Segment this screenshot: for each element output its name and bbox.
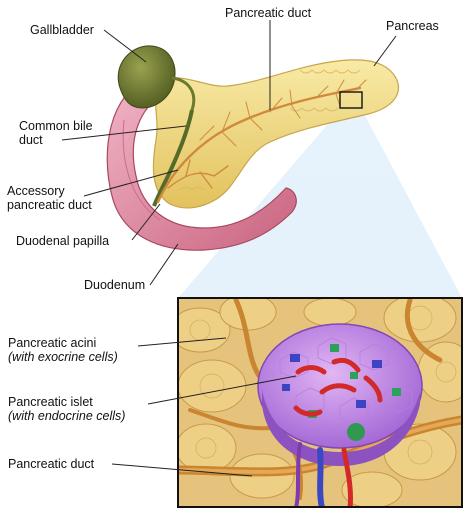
- label-common-bile-duct-line2: duct: [19, 133, 93, 147]
- label-islet-sub: (with endocrine cells): [8, 409, 125, 423]
- label-pancreatic-islet: Pancreatic islet (with endocrine cells): [8, 395, 125, 423]
- label-accessory-duct-line1: Accessory: [7, 184, 92, 198]
- label-accessory-duct-line2: pancreatic duct: [7, 198, 92, 212]
- label-pancreatic-acini: Pancreatic acini (with exocrine cells): [8, 336, 118, 364]
- label-gallbladder: Gallbladder: [30, 23, 94, 37]
- label-pancreas: Pancreas: [386, 19, 439, 33]
- label-duodenum: Duodenum: [84, 278, 145, 292]
- inset-view: [170, 294, 464, 508]
- label-acini-sub: (with exocrine cells): [8, 350, 118, 364]
- label-acini-title: Pancreatic acini: [8, 336, 118, 350]
- label-common-bile-duct-line1: Common bile: [19, 119, 93, 133]
- label-islet-title: Pancreatic islet: [8, 395, 125, 409]
- label-common-bile-duct: Common bile duct: [19, 119, 93, 147]
- label-pancreatic-duct-bottom: Pancreatic duct: [8, 457, 94, 471]
- label-accessory-duct: Accessory pancreatic duct: [7, 184, 92, 212]
- label-duodenal-papilla: Duodenal papilla: [16, 234, 109, 248]
- islet-green-cell: [347, 423, 365, 441]
- label-pancreatic-duct-top: Pancreatic duct: [225, 6, 311, 20]
